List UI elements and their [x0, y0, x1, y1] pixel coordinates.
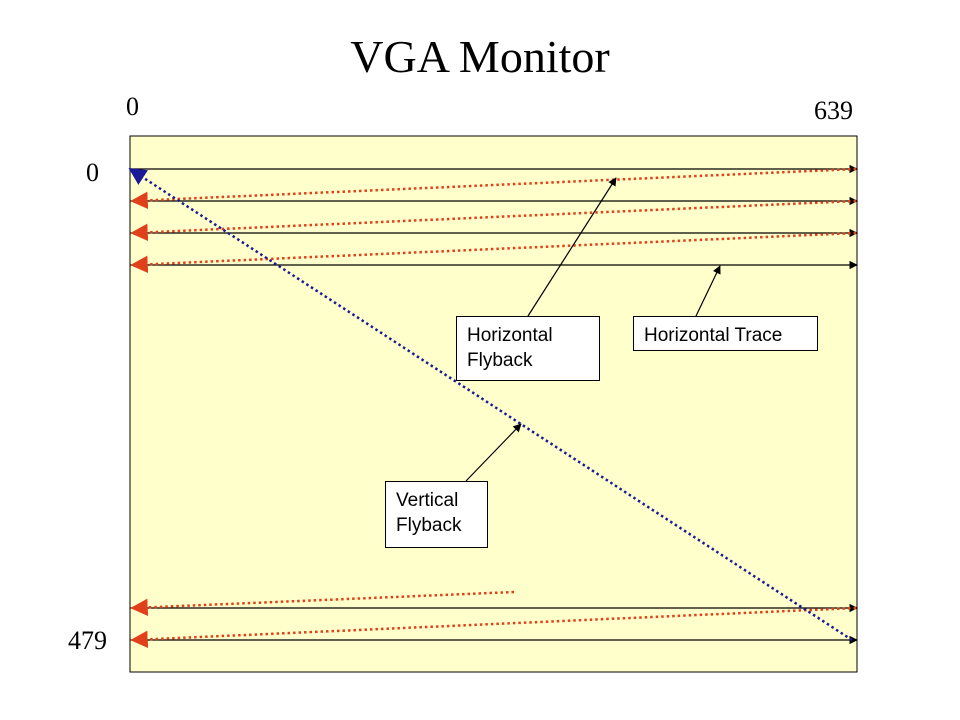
- horizontal-trace-lines: [130, 164, 858, 645]
- slide-title: VGA Monitor: [350, 31, 610, 82]
- x-end-label: 639: [814, 96, 853, 125]
- horizontal-trace-label: Horizontal Trace: [633, 316, 818, 351]
- y-end-label: 479: [68, 626, 107, 655]
- vertical-flyback-pointer: [465, 423, 522, 482]
- screen-area: [129, 135, 858, 673]
- vertical-flyback-line: [128, 167, 853, 642]
- y-start-label: 0: [86, 158, 99, 187]
- vertical-flyback-label: Vertical Flyback: [385, 481, 488, 548]
- x-start-label: 0: [126, 92, 139, 121]
- horizontal-trace-pointer: [695, 265, 721, 317]
- horizontal-flyback-pointer: [527, 177, 617, 317]
- horizontal-flyback-label: Horizontal Flyback: [456, 316, 600, 381]
